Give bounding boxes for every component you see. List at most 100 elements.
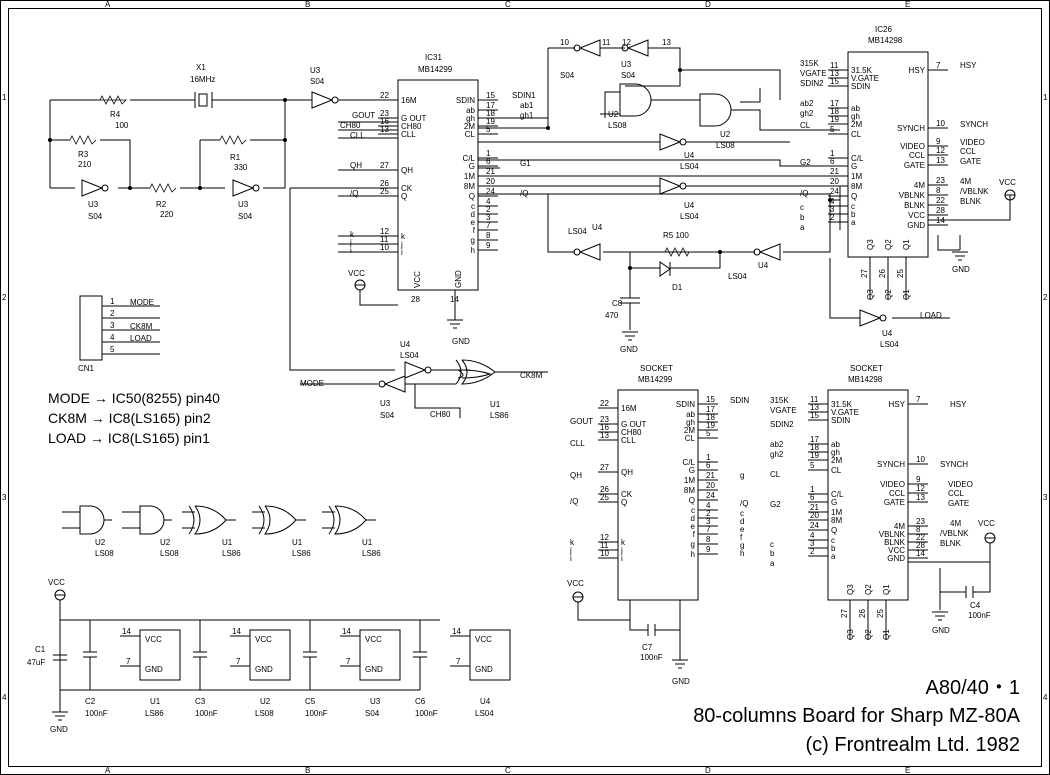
pin-name: SYNCH bbox=[877, 460, 905, 469]
decap-ref: C3 bbox=[195, 697, 206, 706]
pin-name: Q3 bbox=[866, 289, 875, 300]
pin-number: 4 bbox=[706, 501, 711, 510]
pin-name: g bbox=[471, 236, 475, 245]
pin-name: b bbox=[831, 544, 836, 553]
pin-number: 18 bbox=[810, 443, 819, 452]
socket1-head2: MB14299 bbox=[638, 375, 673, 384]
u2b-ref: U2 bbox=[720, 130, 731, 139]
pin-number: 19 bbox=[810, 451, 819, 460]
u3b-part: S04 bbox=[238, 212, 253, 221]
net-qh: QH bbox=[350, 161, 362, 170]
ic26-right-wiring: VCC GND bbox=[928, 178, 1016, 274]
ck8m-logic: U4 LS04 U3 S04 U1 LS86 MODE CK8M CH80 bbox=[300, 340, 548, 420]
pin-number: 26 bbox=[878, 269, 887, 278]
pin-number: 19 bbox=[706, 421, 715, 430]
pin-name: 2M bbox=[684, 426, 695, 435]
pin-number: 23 bbox=[380, 109, 389, 118]
crystal-x1 bbox=[198, 93, 208, 107]
net-gh1: gh1 bbox=[520, 111, 534, 120]
pin-name: 1M bbox=[684, 476, 695, 485]
inner-frame bbox=[8, 8, 1042, 767]
pin-number: 13 bbox=[600, 431, 609, 440]
pin-number: 24 bbox=[810, 521, 819, 530]
r2-ref: R2 bbox=[156, 200, 167, 209]
ic-part: LS86 bbox=[145, 709, 164, 718]
net-label: GOUT bbox=[570, 417, 593, 426]
power-vcc-label: VCC bbox=[365, 635, 382, 644]
pin-number: 5 bbox=[486, 125, 491, 134]
pin-name: VCC bbox=[908, 211, 925, 220]
c7-value: 100nF bbox=[640, 653, 663, 662]
pin-name: C/L bbox=[851, 154, 864, 163]
ic31-ref: IC31 bbox=[425, 53, 442, 62]
pin-name: HSY bbox=[909, 66, 926, 75]
col-label-top: E bbox=[905, 0, 910, 9]
pin-name: Q bbox=[851, 192, 857, 201]
title-line3: (c) Frontrealm Ltd. 1982 bbox=[805, 734, 1020, 756]
pin-number: 24 bbox=[486, 187, 495, 196]
c8-value: 470 bbox=[605, 311, 619, 320]
pin-name: 16M bbox=[401, 96, 417, 105]
svg-text:11: 11 bbox=[602, 38, 611, 47]
net-label: VGATE bbox=[800, 69, 827, 78]
row-label-right: 1 bbox=[1043, 93, 1048, 102]
pin-number: 3 bbox=[486, 213, 491, 222]
vcc-socket2: VCC bbox=[978, 519, 995, 528]
net-label: ab2 bbox=[770, 440, 784, 449]
net-label: SDIN2 bbox=[770, 420, 794, 429]
legend-u2b-part: LS08 bbox=[160, 549, 179, 558]
u4e-part: LS04 bbox=[400, 351, 419, 360]
pin-name: G bbox=[831, 498, 837, 507]
pin-name: f bbox=[693, 530, 696, 539]
u4c-ref: U4 bbox=[592, 223, 603, 232]
svg-text:12: 12 bbox=[622, 38, 631, 47]
socket2-body bbox=[827, 389, 909, 601]
pin-name: SDIN bbox=[456, 96, 475, 105]
pin-name: GATE bbox=[904, 161, 925, 170]
pin-number: 7 bbox=[456, 657, 461, 666]
pin-number: 10 bbox=[916, 455, 925, 464]
pin-name: b bbox=[851, 210, 856, 219]
pin-name: 8M bbox=[464, 182, 475, 191]
pin-number: 7 bbox=[126, 657, 131, 666]
net-cl-ic26: CL bbox=[800, 121, 811, 130]
pin-number: 17 bbox=[706, 405, 715, 414]
u4a-ref: U4 bbox=[684, 151, 695, 160]
socket-power: VCC C7 100nF GND VCC GND C4 100nF bbox=[567, 519, 996, 686]
col-label-bottom: A bbox=[105, 766, 111, 775]
pin-name: Q2 bbox=[884, 239, 893, 250]
title-line2: 80-columns Board for Sharp MZ-80A bbox=[693, 705, 1020, 727]
socket1-head1: SOCKET bbox=[640, 364, 673, 373]
net-ch80-2: CH80 bbox=[430, 410, 451, 419]
u2b-part: LS08 bbox=[716, 141, 735, 150]
ic-part: LS04 bbox=[475, 709, 494, 718]
pin-name: 2M bbox=[464, 122, 475, 131]
pin-name: Q3 bbox=[846, 584, 855, 595]
pin-name: BLNK bbox=[904, 201, 926, 210]
legend-u1a: U1 bbox=[222, 538, 233, 547]
pin-name: 2M bbox=[831, 456, 842, 465]
pin-name: j bbox=[400, 240, 403, 249]
note-load: LOAD → IC8(LS165) pin1 bbox=[48, 430, 210, 446]
pin-number: 18 bbox=[486, 109, 495, 118]
vcc-socket: VCC bbox=[567, 579, 584, 588]
c7-ref: C7 bbox=[642, 643, 653, 652]
title-line1: A80/40・1 bbox=[925, 677, 1020, 699]
net-label: gh2 bbox=[800, 109, 814, 118]
pin-number: 11 bbox=[810, 395, 819, 404]
r2-value: 220 bbox=[160, 210, 174, 219]
c4-ref: C4 bbox=[970, 601, 981, 610]
net-load: LOAD bbox=[920, 311, 942, 320]
x1-ref: X1 bbox=[196, 63, 206, 72]
pin-name: Q3 bbox=[846, 629, 855, 640]
pin-name: G bbox=[851, 162, 857, 171]
power-gnd-label: GND bbox=[365, 665, 383, 674]
pin-number: 13 bbox=[830, 69, 839, 78]
row-label-left: 1 bbox=[2, 93, 7, 102]
pin-name: SYNCH bbox=[897, 124, 925, 133]
pin-number: 6 bbox=[810, 493, 815, 502]
u3a-ref: U3 bbox=[88, 200, 99, 209]
ic-ref: U4 bbox=[480, 697, 491, 706]
